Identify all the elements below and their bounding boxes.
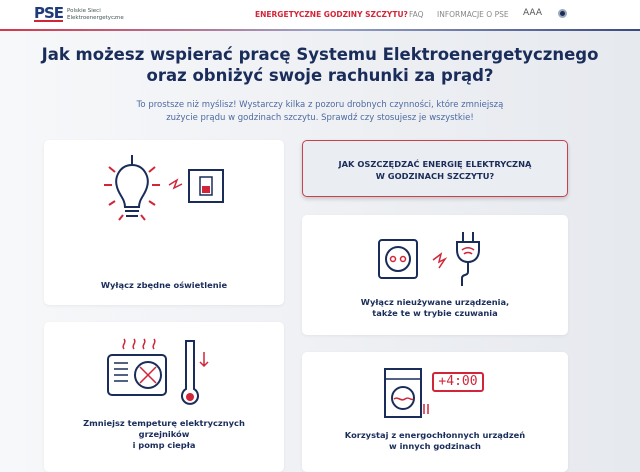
nav-peak-hours[interactable]: ENERGETYCZNE GODZINY SZCZYTU? [255,10,408,19]
socket-plug-icon [378,232,480,286]
lightbulb-icon [104,155,224,221]
tip-caption: Wyłącz zbędne oświetlenie [100,280,228,290]
heat-pump-thermometer-icon [107,338,209,405]
nav-faq[interactable]: FAQ [409,10,424,19]
contrast-icon[interactable] [558,9,567,18]
tip-card-lighting: Wyłącz zbędne oświetlenie [44,140,284,305]
nav-about[interactable]: INFORMACJE O PSE [437,10,509,19]
font-size-toggle[interactable]: AAA [523,8,542,18]
washing-machine-icon [384,368,429,418]
logo-line2: Elektroenergetyczne [67,14,124,21]
tip-card-scheduling: +4:00 Korzystaj z energochłonnych urządz… [302,352,568,472]
tip-caption: Wyłącz nieużywane urządzenia,także te w … [360,297,510,318]
clock-display: +4:00 [432,372,484,392]
logo-mark: PSE [34,4,64,22]
page-title: Jak możesz wspierać pracę Systemu Elektr… [41,45,599,85]
tip-card-devices: Wyłącz nieużywane urządzenia,także te w … [302,215,568,335]
logo-line1: Polskie Sieci [67,7,101,14]
page-subtitle: To prostsze niż myślisz! Wystarczy kilka… [136,100,504,123]
